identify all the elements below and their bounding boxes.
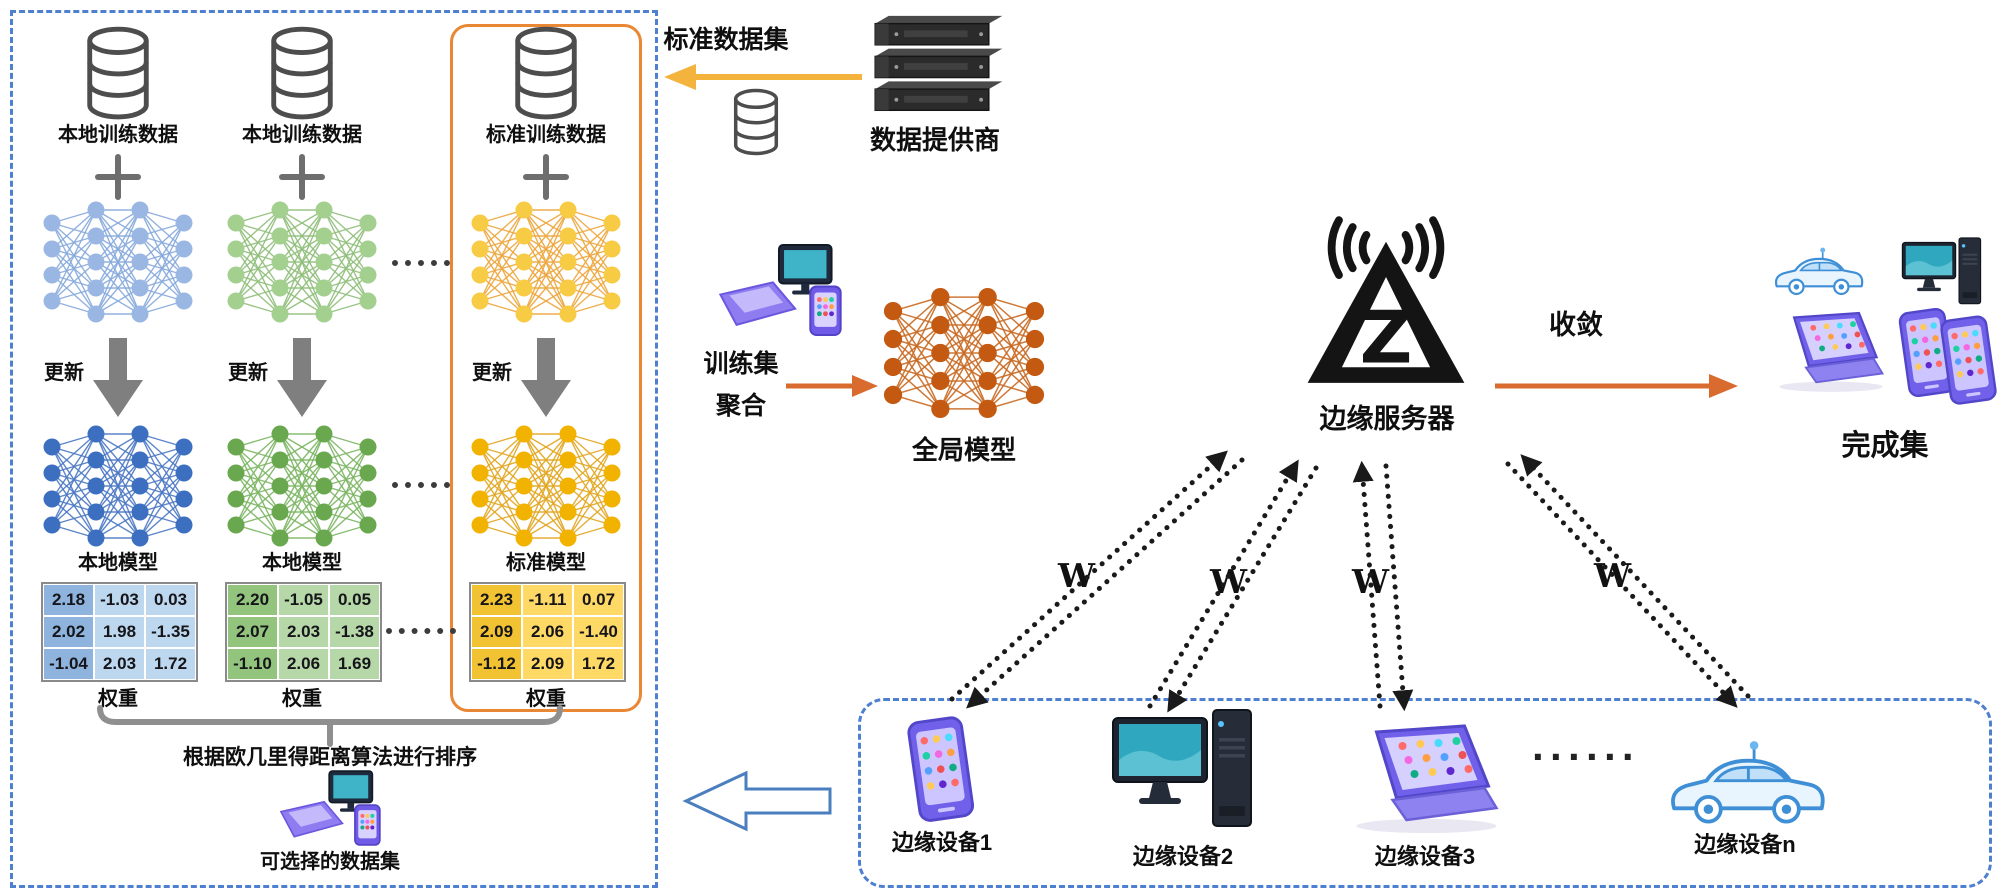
matrix-cell: 1.72 — [573, 648, 624, 680]
local-model-network-2 — [220, 424, 384, 548]
matrix-cell: 0.05 — [329, 584, 380, 616]
plus-icon — [95, 154, 141, 200]
local-data-label-2: 本地训练数据 — [242, 124, 362, 146]
local-model-label-2: 本地模型 — [262, 552, 342, 574]
edge-device-tablet-icon — [1355, 724, 1498, 835]
standard-data-label: 标准训练数据 — [486, 124, 606, 146]
matrix-cell: -1.05 — [278, 584, 329, 616]
update-arrow-icon — [93, 338, 143, 417]
plus-icon — [279, 154, 325, 200]
matrix-cell: 2.07 — [227, 616, 278, 648]
update-label-1: 更新 — [44, 362, 84, 384]
selectable-dataset-arrow — [682, 770, 832, 832]
standard-model-label: 标准模型 — [506, 552, 586, 574]
edge-device-label-1: 边缘设备1 — [891, 830, 993, 855]
dotted-separator — [386, 628, 456, 634]
weight-symbol: W — [1352, 562, 1390, 601]
converge-label: 收敛 — [1549, 310, 1603, 340]
database-icon — [507, 26, 585, 120]
weight-label-2: 权重 — [282, 688, 322, 710]
weight-matrix-3: 2.23 -1.11 0.07 2.09 2.06 -1.40 -1.12 2.… — [469, 582, 626, 682]
weight-symbol: W — [1594, 556, 1632, 595]
local-network-initial-2 — [220, 200, 384, 324]
weight-matrix-2: 2.20 -1.05 0.05 2.07 2.03 -1.38 -1.10 2.… — [225, 582, 382, 682]
database-icon — [79, 26, 157, 120]
update-arrow-icon — [521, 338, 571, 417]
matrix-cell: 0.07 — [573, 584, 624, 616]
matrix-cell: -1.12 — [471, 648, 522, 680]
edge-device-car-icon — [1671, 739, 1825, 824]
global-model-label: 全局模型 — [911, 435, 1016, 465]
matrix-cell: -1.35 — [145, 616, 196, 648]
matrix-cell: 2.06 — [278, 648, 329, 680]
edge-devices-box — [858, 698, 1992, 888]
complete-set-label: 完成集 — [1841, 430, 1929, 462]
complete-set-devices-icon — [1772, 236, 1994, 424]
edge-device-phone-icon — [906, 715, 976, 824]
matrix-cell: 1.72 — [145, 648, 196, 680]
train-set-label: 训练集 — [703, 350, 779, 378]
dotted-separator — [392, 260, 450, 266]
weight-matrix-1: 2.18 -1.03 0.03 2.02 1.98 -1.35 -1.04 2.… — [41, 582, 198, 682]
matrix-cell: 1.69 — [329, 648, 380, 680]
data-provider-label: 数据提供商 — [869, 125, 1000, 155]
standard-network-initial — [464, 200, 628, 324]
small-database-icon — [733, 88, 779, 156]
matrix-cell: -1.10 — [227, 648, 278, 680]
weight-symbol: W — [1210, 562, 1248, 601]
dotted-separator — [392, 482, 450, 488]
matrix-cell: 2.09 — [471, 616, 522, 648]
database-icon — [263, 26, 341, 120]
training-devices-icon — [719, 244, 842, 336]
aggregation-arrow — [786, 375, 878, 397]
selectable-dataset-label: 可选择的数据集 — [260, 851, 400, 873]
update-label-2: 更新 — [228, 362, 268, 384]
standard-model-network — [464, 424, 628, 548]
candidate-datasets-panel — [10, 10, 658, 888]
matrix-cell: -1.40 — [573, 616, 624, 648]
matrix-cell: 2.03 — [94, 648, 145, 680]
matrix-cell: 2.03 — [278, 616, 329, 648]
edge-server-antenna-icon — [1288, 214, 1484, 394]
matrix-cell: 1.98 — [94, 616, 145, 648]
update-label-3: 更新 — [472, 362, 512, 384]
update-arrow-icon — [277, 338, 327, 417]
converge-arrow — [1495, 374, 1738, 398]
edge-device-label-3: 边缘设备3 — [1374, 844, 1476, 869]
edge-device-desktop-icon — [1112, 709, 1252, 827]
matrix-cell: -1.03 — [94, 584, 145, 616]
weight-label-3: 权重 — [526, 688, 566, 710]
local-network-initial-1 — [36, 200, 200, 324]
matrix-cell: 2.06 — [522, 616, 573, 648]
plus-icon — [523, 154, 569, 200]
matrix-cell: 0.03 — [145, 584, 196, 616]
matrix-cell: -1.11 — [522, 584, 573, 616]
matrix-cell: 2.18 — [43, 584, 94, 616]
local-model-network-1 — [36, 424, 200, 548]
euclidean-sort-caption: 根据欧几里得距离算法进行排序 — [183, 746, 477, 769]
aggregate-label: 聚合 — [715, 392, 766, 420]
local-data-label-1: 本地训练数据 — [58, 124, 178, 146]
matrix-cell: -1.38 — [329, 616, 380, 648]
edge-device-label-2: 边缘设备2 — [1132, 844, 1234, 869]
matrix-cell: 2.02 — [43, 616, 94, 648]
matrix-cell: -1.04 — [43, 648, 94, 680]
matrix-cell: 2.09 — [522, 648, 573, 680]
matrix-cell: 2.20 — [227, 584, 278, 616]
standard-dataset-label: 标准数据集 — [663, 26, 789, 54]
selectable-dataset-devices-icon — [280, 770, 381, 846]
local-model-label-1: 本地模型 — [78, 552, 158, 574]
matrix-cell: 2.23 — [471, 584, 522, 616]
devices-ellipsis: ······ — [1532, 733, 1640, 780]
edge-device-label-n: 边缘设备n — [1694, 832, 1796, 857]
weight-label-1: 权重 — [98, 688, 138, 710]
standard-dataset-arrow — [664, 64, 862, 90]
global-model-network — [878, 284, 1050, 422]
server-racks-icon — [856, 14, 1008, 118]
weight-symbol: W — [1058, 556, 1096, 595]
edge-server-label: 边缘服务器 — [1319, 404, 1455, 434]
